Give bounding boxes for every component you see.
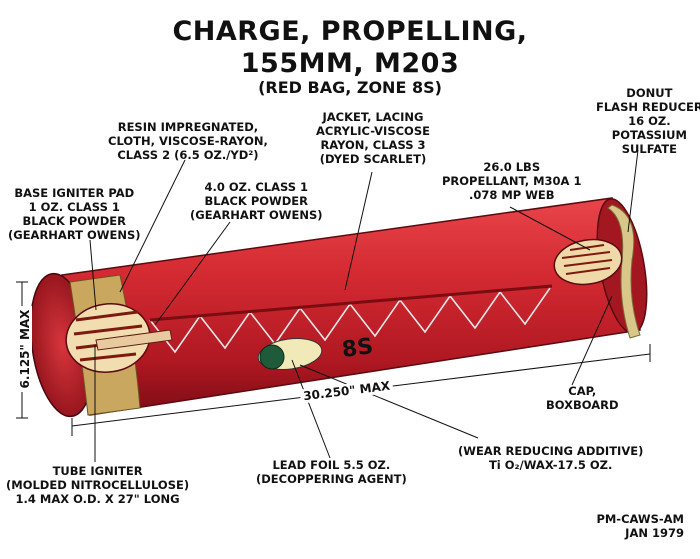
label-base-line-2: 1 OZ. CLASS 1 — [28, 200, 120, 214]
footer: PM-CAWS-AM JAN 1979 — [596, 512, 684, 540]
label-donut-line-3: 16 OZ. — [628, 114, 671, 128]
label-donut-line-2: FLASH REDUCER — [596, 100, 700, 114]
title-line-3: (RED BAG, ZONE 8S) — [258, 78, 442, 97]
label-base-line-3: BLACK POWDER — [22, 214, 127, 228]
footer-line-2: JAN 1979 — [625, 526, 684, 540]
label-tube-line-2: (MOLDED NITROCELLULOSE) — [6, 478, 190, 492]
label-jacket-line-4: (DYED SCARLET) — [319, 152, 427, 166]
label-propellant-line-3: .078 MP WEB — [468, 188, 555, 202]
label-base-igniter: BASE IGNITER PAD 1 OZ. CLASS 1 BLACK POW… — [8, 186, 141, 242]
label-wear-line-2: Ti O₂/WAX-17.5 OZ. — [488, 458, 613, 472]
label-resin-line-2: CLOTH, VISCOSE-RAYON, — [108, 134, 268, 148]
footer-line-1: PM-CAWS-AM — [596, 512, 684, 526]
label-wear-line-1: (WEAR REDUCING ADDITIVE) — [458, 444, 644, 458]
label-cap-line-1: CAP, — [568, 384, 597, 398]
label-propellant-line-2: PROPELLANT, M30A 1 — [442, 174, 582, 188]
label-powder-line-3: (GEARHART OWENS) — [190, 208, 323, 222]
label-resin-line-3: CLASS 2 (6.5 OZ./YD²) — [117, 148, 259, 162]
lacing-cord — [149, 284, 553, 322]
title-line-2: 155MM, M203 — [240, 48, 460, 79]
leader-lines — [89, 149, 639, 462]
label-donut-flash-reducer: DONUT FLASH REDUCER 16 OZ. POTASSIUM SUL… — [596, 86, 700, 156]
title-line-1: CHARGE, PROPELLING, — [172, 16, 528, 47]
label-lead-line-2: (DECOPPERING AGENT) — [256, 472, 407, 486]
label-propellant-line-1: 26.0 LBS — [483, 160, 541, 174]
label-cap-line-2: BOXBOARD — [546, 398, 619, 412]
label-tube-line-1: TUBE IGNITER — [52, 464, 143, 478]
propellant-grains — [561, 244, 613, 275]
label-jacket-line-1: JACKET, LACING — [322, 110, 424, 124]
label-cap-boxboard: CAP, BOXBOARD — [546, 384, 619, 412]
label-wear-additive: (WEAR REDUCING ADDITIVE) Ti O₂/WAX-17.5 … — [458, 444, 643, 472]
label-jacket-lacing: JACKET, LACING ACRYLIC-VISCOSE RAYON, CL… — [316, 110, 430, 166]
label-resin-cloth: RESIN IMPREGNATED, CLOTH, VISCOSE-RAYON,… — [108, 120, 268, 162]
label-jacket-line-3: RAYON, CLASS 3 — [320, 138, 426, 152]
label-powder-line-1: 4.0 OZ. CLASS 1 — [204, 180, 309, 194]
label-donut-line-1: DONUT — [626, 86, 673, 100]
lead-foil-inner — [259, 344, 285, 370]
zone-marking: 8S — [340, 333, 375, 364]
label-lead-line-1: LEAD FOIL 5.5 OZ. — [272, 458, 391, 472]
donut-flash-reducer — [607, 204, 641, 339]
label-base-line-4: (GEARHART OWENS) — [8, 228, 141, 242]
label-donut-line-5: SULFATE — [621, 142, 677, 156]
label-tube-line-3: 1.4 MAX O.D. X 27" LONG — [15, 492, 180, 506]
label-lead-foil: LEAD FOIL 5.5 OZ. (DECOPPERING AGENT) — [256, 458, 407, 486]
label-powder-line-2: BLACK POWDER — [204, 194, 309, 208]
label-propellant: 26.0 LBS PROPELLANT, M30A 1 .078 MP WEB — [442, 160, 581, 202]
label-black-powder: 4.0 OZ. CLASS 1 BLACK POWDER (GEARHART O… — [190, 180, 323, 222]
igniter-tube — [95, 329, 173, 351]
label-tube-igniter: TUBE IGNITER (MOLDED NITROCELLULOSE) 1.4… — [6, 464, 189, 506]
label-resin-line-1: RESIN IMPREGNATED, — [117, 120, 259, 134]
label-jacket-line-2: ACRYLIC-VISCOSE — [316, 124, 430, 138]
diameter-dimension: 6.125" MAX — [18, 306, 32, 392]
label-base-line-1: BASE IGNITER PAD — [14, 186, 135, 200]
label-donut-line-4: POTASSIUM — [611, 128, 687, 142]
